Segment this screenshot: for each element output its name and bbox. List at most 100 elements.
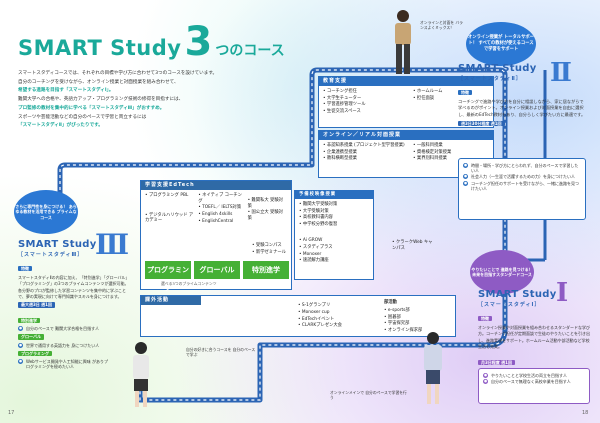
list-item: • オンライン探求部	[384, 328, 423, 334]
intro-line: 希望する進路を目指す「スマートスタディⅠ」。	[18, 88, 114, 94]
list-item: • 一般科目授業	[413, 142, 443, 148]
note-left: 自分の好きに合うコースを 自分のペースで学ぶ	[186, 347, 256, 358]
person-icon: ●	[483, 372, 488, 378]
list-item: • EnglishCentral	[198, 218, 234, 224]
target-row: ●社会人力（一生涯で活躍するための力）を身につけたい人	[463, 174, 575, 180]
list-item: • 学習進捗管理ツール	[323, 102, 366, 108]
panel-head: 予備校映像授業	[295, 191, 373, 199]
student-illustration-right	[424, 332, 442, 404]
course1-targets: ●やりたいことと学校生活の両立を目指す人 ●自分のペースで無理なく高校卒業を目指…	[478, 368, 590, 404]
list-item: • Monoxer	[299, 251, 322, 257]
student-illustration-left	[133, 342, 149, 407]
list-item: • 大学受験対策	[299, 208, 329, 214]
course2-text: コーチングで進路や学び方を自分に相談しながら、家に居ながらで学べるのがポイント。…	[458, 98, 586, 118]
group-head: プログラミング	[18, 350, 52, 357]
course3-title-en: SMART Study	[18, 239, 97, 250]
club-activities: 部活動 • e-sports部 • 囲碁部 • 宇宙探究部 • オンライン探求部	[384, 300, 454, 336]
target-row: ●Webサービス開発や人工知能に興味 がありプログラミングを極めたい人	[18, 359, 108, 370]
item-list: • Ai GROW • スタディプラス • Monoxer • 速読解力講座	[295, 235, 373, 267]
list-item: • 企業連携型授業	[323, 149, 357, 155]
list-item: • 難関私大 受験対策	[247, 197, 283, 209]
list-item: • TOEFL／ IELTS対策	[198, 205, 242, 211]
panel-edtech: 学習支援EdTech • プログラミング PBL • デジタルハリウッド アカデ…	[140, 180, 292, 292]
course2-bubble: オンライン授業が トータルサポート！ すべての教材が使えるコース で学習をサポー…	[466, 22, 536, 66]
course3-groups: 特別進学 ●自分のペースで 難関大学合格を目指す人 グローバル ●世界で通用する…	[18, 318, 108, 371]
course1-text: オンライン授業や対面授業を組み合わせるスタンダードな学び方。コーチング担任が定期…	[478, 324, 590, 349]
list-item: • Monoxer cup	[298, 309, 330, 315]
feature-tag: 特徴	[18, 266, 32, 272]
club-head: 部活動	[384, 300, 397, 305]
panel-head: 課外活動	[141, 296, 201, 305]
clark-web-campus: • クラークWeb キャンパス	[392, 240, 433, 251]
special-advance-button[interactable]: 特別進学	[243, 261, 289, 279]
feature-tag: 特徴	[478, 316, 492, 322]
note-bottom: オンラインメインで 自分のペースで学習を行う	[330, 390, 407, 401]
item-list: • 一般科目授業 • 資格検定対策授業 • 業界別科目授業	[409, 140, 455, 165]
list-item: • 担任面談	[413, 95, 435, 101]
list-item: • ネイティブ コーチング	[198, 192, 242, 204]
list-item: • 速読解力講座	[299, 258, 329, 264]
target-row: ●世界で通用する英語力を 身につけたい人	[18, 342, 100, 348]
panel-head: 学習支援EdTech	[141, 181, 291, 190]
target-row: ●自分のペースで無理なく高校卒業を目指す人	[483, 379, 571, 385]
list-item: • 宇宙探究部	[384, 321, 410, 327]
course2-title-en: SMART Study	[458, 63, 537, 74]
page-number-left: 17	[8, 410, 15, 416]
person-icon: ●	[18, 342, 23, 348]
target-row: ●コーチング担任のサポートを受けながら、一緒に進路を見つけたい人	[463, 181, 579, 192]
panel-head: オンライン／リアル対面授業	[319, 131, 493, 140]
course1-title: SMART Study ［スマートスタディⅠ］	[478, 288, 557, 308]
panel-katsudo: 課外活動	[140, 295, 456, 337]
course2-targets: ●時間・場所・学び方にとらわれず、自分のペースで学習したい人 ●社会人力（一生涯…	[458, 158, 586, 220]
intro-line: プロ監修の教材を集中的に学べる「スマートスタディⅢ」がおすすめ。	[18, 105, 165, 111]
intro-line: 自分のコーチングを受けながら、オンライン授業と対面授業を組み合わせて、	[18, 79, 179, 85]
target-row: ●自分のペースで 難関大学合格を目指す人	[18, 326, 100, 332]
course3-bracket: ［スマートスタディⅢ］	[18, 251, 84, 258]
prime-content-note: 選べる3つのプライムコンテンツ	[161, 281, 217, 286]
target-row: ●時間・場所・学び方にとらわれず、自分のペースで学習したい人	[463, 162, 579, 173]
course1-schedule: 月3日程度 週1回	[478, 360, 515, 366]
list-item: • 難関大学受験対策	[299, 201, 338, 207]
intro-line: 「スマートスタディⅡ」がぴったりです。	[18, 123, 103, 129]
list-item: • 資格検定対策授業	[413, 149, 452, 155]
global-button[interactable]: グローバル	[194, 261, 240, 279]
person-icon: ●	[483, 379, 488, 385]
panel-kyoiku: 教育支援 • コーチング担任 • 大学生チューター • 学習進捗管理ツール • …	[318, 76, 494, 128]
page-title: SMART Study 3 つのコース	[18, 22, 285, 62]
programming-button[interactable]: プログラミング	[145, 261, 191, 292]
person-icon: ●	[463, 162, 468, 168]
item-list: • S-1グランプリ • Monoxer cup • EdTechイベント • …	[294, 300, 346, 332]
list-item: • 囲碁部	[384, 314, 401, 320]
list-item: • Ai GROW	[299, 237, 323, 243]
course3-body: 特徴 スマートスタディⅡの内容に加え、「特別進学」「グローバル」「プログラミング…	[18, 266, 130, 309]
feature-tag: 特徴	[458, 90, 472, 96]
item-list: • ネイティブ コーチング • TOEFL／ IELTS対策 • English…	[196, 192, 245, 226]
list-item: • 新学ゼミナール	[252, 249, 286, 255]
item-list: • 難関私大 受験対策 • 国公立大 受験対策	[246, 192, 289, 226]
list-item: • S-1グランプリ	[298, 303, 331, 308]
list-item: • CLARKプレゼン大会	[298, 323, 342, 329]
course2-body: 特徴 コーチングで進路や学び方を自分に相談しながら、家に居ながらで学べるのがポイ…	[458, 90, 586, 128]
course2-bracket: ［スマートスタディⅡ］	[458, 75, 522, 82]
page-number-right: 18	[582, 410, 589, 416]
roman-numeral-3: Ⅲ	[95, 228, 130, 261]
intro-line: スマートスタディコースでは、それぞれの目標や学び方に合わせて3つのコースを設けて…	[18, 71, 218, 76]
person-icon: ●	[18, 359, 23, 365]
item-list: • ホームルーム • 担任面談	[409, 86, 446, 118]
panel-yobiko: 予備校映像授業 • 難関大学受験対策 • 大学受験対策 • 高校教科書内容 • …	[294, 190, 374, 280]
list-item: • e-sports部	[384, 307, 410, 313]
list-item: • 非認知系授業 (プロジェクト型学習授業)	[323, 142, 405, 148]
person-icon: ●	[463, 174, 468, 180]
intro-line: 難関大学への合格や、英語力アップ・プログラミング技術の修得を目指すには、	[18, 97, 184, 103]
item-list: • e-sports部 • 囲碁部 • 宇宙探究部 • オンライン探求部	[384, 306, 454, 336]
list-item: • 教科横断型授業	[323, 156, 357, 162]
course3-schedule: 最大週3日 週1回	[18, 302, 55, 308]
item-list: • 非認知系授業 (プロジェクト型学習授業) • 企業連携型授業 • 教科横断型…	[319, 140, 409, 165]
list-item: • 生徒交流スペース	[323, 109, 361, 115]
item-list: • プログラミング PBL • デジタルハリウッド アカデミー	[143, 192, 196, 226]
note-top: オンラインと対面を バランスよくミックス！	[420, 20, 463, 31]
course3-text: スマートスタディⅡの内容に加え、「特別進学」「グローバル」「プログラミング」の3…	[18, 274, 130, 299]
item-list: • コーチング担任 • 大学生チューター • 学習進捗管理ツール • 生徒交流ス…	[319, 86, 409, 118]
list-item: • 高校教科書内容	[299, 215, 333, 221]
list-item: • デジタルハリウッド アカデミー	[145, 212, 194, 224]
